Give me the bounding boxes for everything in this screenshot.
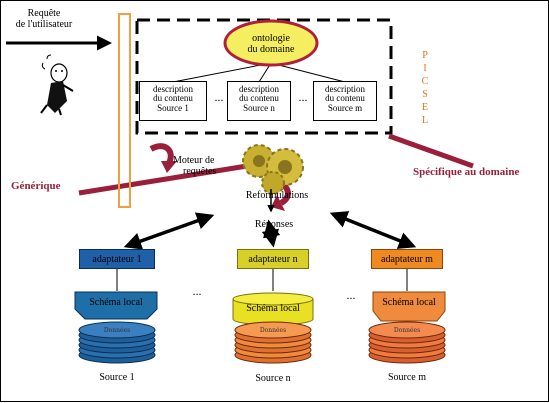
description-n-source: Source n — [243, 102, 275, 113]
domain-specific-line — [388, 133, 474, 169]
domain-specific-label: Spécifique au domaine — [413, 166, 520, 178]
engine-line-1: Moteur de — [173, 155, 215, 166]
reformulations-label: Reformulations — [245, 190, 309, 201]
schema-shape-m — [372, 291, 446, 322]
ontology-label: ontologie du domaine — [237, 33, 305, 55]
ontology-ellipse — [223, 19, 319, 67]
description-box-1: description du contenu Source 1 — [139, 81, 207, 121]
disk-stack-1 — [78, 321, 156, 364]
data-label-m: Données — [393, 327, 421, 334]
adapter-m-label: adaptateur m — [381, 254, 433, 265]
picsel-label: P I C S E L — [419, 49, 431, 127]
engine-line-2: requêtes — [183, 165, 217, 177]
ontology-line-2: du domaine — [247, 43, 295, 55]
adapter-box-1: adaptateur 1 — [79, 249, 155, 269]
schema-m-label: Schéma local — [382, 297, 436, 308]
adapter-box-m: adaptateur m — [371, 249, 443, 269]
description-1-line-2: du contenu — [153, 93, 193, 104]
user-request-label: Requête de l'utilisateur — [11, 8, 77, 30]
picsel-letter-p: P — [422, 50, 428, 61]
ontology-line-1: ontologie — [252, 33, 290, 44]
orange-highlight-column — [118, 13, 131, 208]
description-m-line-2: du contenu — [325, 93, 365, 104]
schema-ellipsis-1: ... — [192, 284, 202, 298]
source-label-1: Source 1 — [99, 372, 135, 383]
responses-label: Réponses — [254, 219, 294, 230]
ontology-link-m — [270, 62, 346, 83]
source-label-m: Source m — [387, 372, 427, 383]
engine-curved-arrow-left-head — [161, 161, 177, 173]
disk-stack-m — [368, 321, 446, 364]
disk-stack-n — [234, 321, 312, 364]
ontology-link-1 — [172, 62, 272, 83]
gears-icon — [242, 144, 304, 195]
schema-ellipsis-2: ... — [346, 288, 356, 302]
description-m-line-1: description — [325, 84, 365, 94]
generic-label: Générique — [11, 180, 61, 192]
engine-label: Moteur de requêtes — [173, 155, 229, 177]
description-ellipsis-1: ... — [214, 90, 224, 104]
schema-n-label: Schéma local — [246, 303, 300, 314]
picsel-letter-l: L — [421, 115, 429, 126]
picsel-letter-i: I — [423, 63, 427, 74]
data-label-1: Données — [103, 327, 131, 334]
description-m-source: Source m — [327, 102, 363, 113]
double-arrow-adapter-n — [261, 219, 281, 248]
data-label-n: Données — [259, 327, 287, 334]
engine-curved-arrow-left — [149, 143, 174, 165]
description-1-source: Source 1 — [157, 102, 189, 113]
adapter-n-label: adaptateur n — [248, 254, 298, 265]
description-box-n: description du contenu Source n — [227, 81, 291, 121]
description-n-line-1: description — [239, 84, 279, 94]
picsel-letter-c: C — [421, 76, 429, 87]
double-arrow-adapter-1 — [123, 212, 215, 250]
description-ellipsis-2: ... — [298, 90, 308, 104]
source-label-n: Source n — [255, 373, 291, 384]
user-request-line-2: de l'utilisateur — [15, 18, 73, 30]
user-figure-icon — [40, 54, 74, 116]
schema-shape-n — [232, 292, 314, 326]
schema-1-label: Schéma local — [89, 297, 143, 308]
schema-shape-1 — [74, 291, 158, 320]
adapter-1-label: adaptateur 1 — [92, 254, 142, 265]
description-n-line-2: du contenu — [239, 93, 279, 104]
description-box-m: description du contenu Source m — [313, 81, 377, 121]
double-arrow-adapter-m — [329, 211, 417, 249]
description-1-line-1: description — [153, 84, 193, 94]
generic-line — [78, 163, 248, 196]
adapter-box-n: adaptateur n — [237, 249, 309, 269]
user-request-line-1: Requête — [27, 8, 61, 19]
picsel-letter-e: E — [421, 102, 429, 113]
picsel-letter-s: S — [422, 89, 428, 100]
